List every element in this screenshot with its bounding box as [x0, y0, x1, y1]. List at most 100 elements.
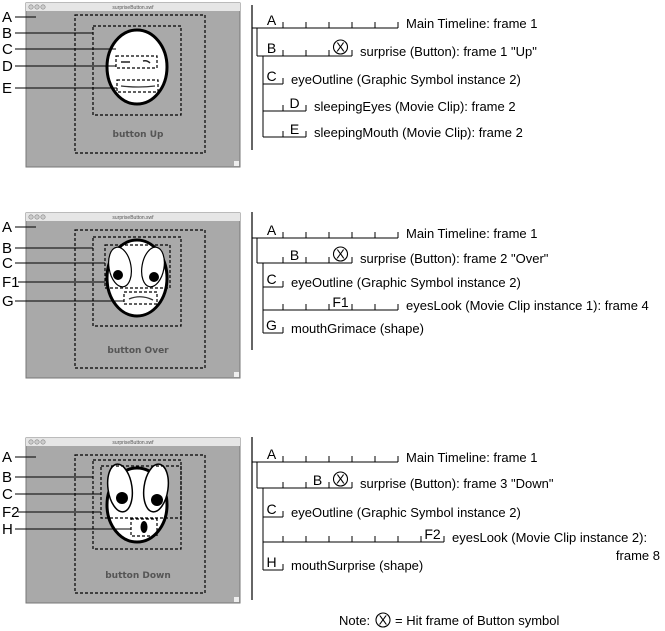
timeline-description: eyeOutline (Graphic Symbol instance 2): [291, 72, 521, 87]
note-prefix: Note:: [339, 613, 370, 628]
hit-x: X: [336, 472, 345, 487]
callout-label: F2: [2, 504, 20, 521]
resize-grip-icon: [234, 161, 239, 166]
eye-outline-box: [92, 459, 182, 550]
window-control-icon: [40, 214, 46, 220]
timeline-letter: H: [266, 554, 276, 570]
window-titlebar: [26, 213, 240, 221]
timeline-description: surprise (Button): frame 2 "Over": [360, 251, 549, 266]
hit-frame-icon: X: [332, 39, 349, 55]
callout-label: C: [2, 486, 13, 503]
timeline-row: F2 eyesLook (Movie Clip instance 2): frame…: [263, 526, 660, 563]
timeline-description: surprise (Button): frame 1 "Up": [360, 44, 537, 59]
timeline-letter: B: [290, 247, 299, 263]
window-control-icon: [34, 214, 40, 220]
callout-label: A: [2, 219, 12, 236]
timeline-description: eyesLook (Movie Clip instance 2):: [452, 530, 647, 545]
window-control-icon: [34, 439, 40, 445]
timeline-letter: F1: [332, 294, 349, 310]
button-state-caption: button Up: [113, 130, 164, 140]
timeline-description: mouthGrimace (shape): [291, 321, 424, 336]
legend-note: Note: X = Hit frame of Button symbol: [339, 612, 559, 628]
timeline-letter: F2: [424, 526, 441, 542]
callout-label: F1: [2, 274, 20, 291]
timeline-description: eyeOutline (Graphic Symbol instance 2): [291, 275, 521, 290]
timeline-letter: D: [289, 95, 299, 111]
callout-label: A: [2, 449, 12, 466]
timeline-description-cont: frame 8: [616, 548, 660, 563]
callout-label: A: [2, 9, 12, 26]
left-pupil: [113, 270, 123, 280]
timeline-letter: E: [290, 121, 299, 137]
mouth-box: [116, 79, 159, 93]
callout-label: C: [2, 255, 13, 272]
timeline-description: sleepingMouth (Movie Clip): frame 2: [314, 125, 523, 140]
callout-label: B: [2, 469, 12, 486]
timeline-description: eyesLook (Movie Clip instance 1): frame …: [406, 298, 649, 313]
button-state-caption: button Down: [105, 571, 171, 581]
window-control-icon: [28, 439, 34, 445]
timeline-letter: A: [267, 446, 277, 462]
timeline-description: Main Timeline: frame 1: [406, 450, 538, 465]
window-titlebar: [26, 3, 240, 11]
hit-frame-icon: [375, 612, 391, 628]
eye-outline-box: [92, 236, 182, 327]
left-pupil: [116, 492, 128, 504]
callout-label: C: [2, 41, 13, 58]
button-bounds-box: [74, 454, 206, 594]
callout-label: E: [2, 80, 12, 97]
hit-x: X: [379, 613, 388, 628]
hit-frame-icon: X: [332, 246, 349, 262]
timeline-description: sleepingEyes (Movie Clip): frame 2: [314, 99, 516, 114]
timeline-letter: B: [313, 472, 322, 488]
timeline-letter: G: [266, 317, 277, 333]
sleeping-mouth: [120, 85, 156, 88]
right-pupil: [149, 272, 159, 282]
button-bounds-box: [74, 14, 206, 154]
timeline-letter: B: [267, 40, 276, 56]
window-title: surpriseButton.swf: [112, 440, 154, 446]
eye-outline-box: [92, 25, 182, 116]
window-control-icon: [28, 214, 34, 220]
timeline-description: mouthSurprise (shape): [291, 558, 423, 573]
window-titlebar: [26, 438, 240, 446]
hit-circle: [332, 471, 349, 487]
child-clip-box: [115, 55, 158, 69]
window-title: surpriseButton.swf: [112, 215, 154, 221]
callout-label: B: [2, 25, 12, 42]
timeline-letter: C: [266, 271, 276, 287]
callout-label: B: [2, 240, 12, 257]
timeline-description: surprise (Button): frame 3 "Down": [360, 476, 554, 491]
note-suffix: = Hit frame of Button symbol: [395, 613, 559, 628]
timeline-row: A Main Timeline: frame 1: [252, 446, 538, 465]
timeline-letter: A: [267, 222, 277, 238]
timeline-letter: A: [267, 12, 277, 28]
button-bounds-box: [74, 229, 206, 369]
hit-frame-icon: X: [332, 471, 349, 487]
grimace-mouth: [128, 296, 154, 301]
timeline-letter: C: [266, 501, 276, 517]
hit-x: X: [336, 40, 345, 55]
window-control-icon: [40, 4, 46, 10]
hit-circle: [332, 246, 349, 262]
sleeping-eyes: [121, 60, 151, 64]
button-state-caption: button Over: [107, 346, 169, 356]
child-clip-box: [100, 465, 182, 519]
child-clip-box: [104, 244, 171, 289]
